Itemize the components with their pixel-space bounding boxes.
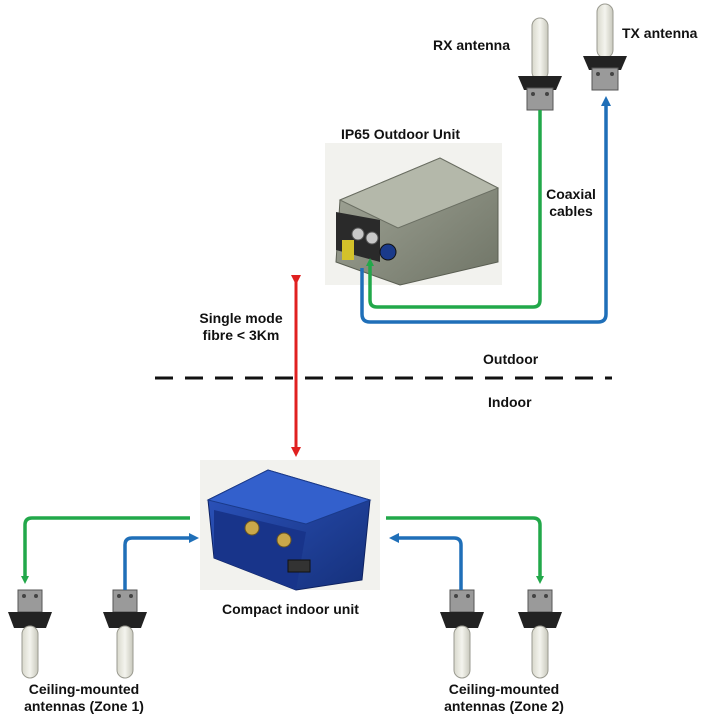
indoor-unit-label: Compact indoor unit: [222, 601, 359, 617]
fibre-line1: Single mode: [199, 310, 283, 326]
zone1-line1: Ceiling-mounted: [28, 681, 140, 697]
zone1-antennas-label: Ceiling-mounted antennas (Zone 1): [4, 681, 164, 715]
zone2-antennas-label: Ceiling-mounted antennas (Zone 2): [424, 681, 584, 715]
outdoor-unit-icon: [325, 143, 502, 286]
tx-antenna-icon: [583, 3, 627, 91]
indoor-unit-icon: [200, 460, 380, 591]
rx-coax-cable: [366, 110, 542, 309]
zone2-rx-link: [386, 516, 544, 584]
zone1-rx-link: [21, 516, 190, 584]
ceiling-antenna-zone1-right: [103, 589, 147, 679]
rx-antenna-icon: [518, 17, 562, 111]
ceiling-antenna-zone1-left: [8, 589, 52, 679]
coaxial-cables-label: Coaxial cables: [536, 186, 606, 220]
fibre-label: Single mode fibre < 3Km: [186, 310, 296, 344]
zone2-tx-link: [389, 533, 463, 590]
zone1-tx-link: [123, 533, 199, 590]
zone1-line2: antennas (Zone 1): [24, 698, 144, 714]
zone2-line1: Ceiling-mounted: [448, 681, 560, 697]
indoor-label: Indoor: [488, 394, 532, 410]
ceiling-antenna-zone2-left: [440, 589, 484, 679]
zone2-line2: antennas (Zone 2): [444, 698, 564, 714]
fibre-line2: fibre < 3Km: [202, 327, 280, 343]
rx-antenna-label: RX antenna: [433, 37, 511, 53]
outdoor-label: Outdoor: [483, 351, 539, 367]
coaxial-line2: cables: [549, 203, 593, 219]
ceiling-antenna-zone2-right: [518, 589, 562, 679]
tx-coax-cable: [360, 96, 611, 324]
tx-antenna-label: TX antenna: [622, 25, 698, 41]
outdoor-unit-label: IP65 Outdoor Unit: [341, 126, 460, 142]
coaxial-line1: Coaxial: [546, 186, 596, 202]
